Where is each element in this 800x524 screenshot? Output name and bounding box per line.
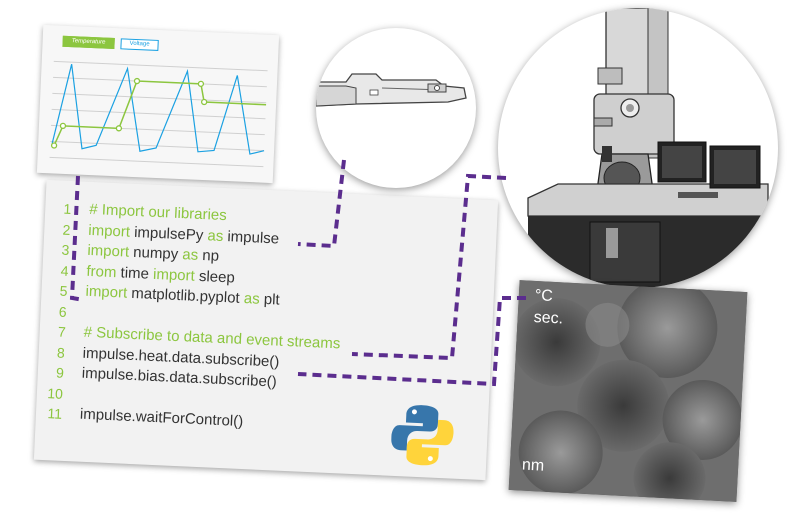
code-text: impulsePy (129, 223, 208, 244)
line-number: 7 (57, 323, 67, 340)
temperature-point (115, 125, 123, 132)
code-keyword: import (152, 265, 196, 285)
temperature-point (59, 122, 67, 130)
microscope-drawing (527, 8, 769, 288)
temperature-point (50, 142, 58, 149)
line-number: 6 (58, 303, 67, 320)
code-text: numpy (128, 243, 183, 264)
line-number: 11 (47, 405, 63, 422)
line-number: 9 (55, 364, 65, 381)
line-number: 8 (56, 344, 66, 361)
code-keyword: as (243, 289, 261, 308)
microscope-image (498, 8, 778, 288)
code-text: plt (259, 290, 281, 309)
code-line: from time import sleep (86, 262, 235, 286)
sample-holder-drawing (316, 73, 467, 107)
code-keyword: import (85, 282, 128, 302)
line-number: 4 (60, 262, 69, 279)
code-text: impulse.waitForControl() (79, 405, 244, 431)
micrograph-texture (508, 280, 748, 502)
code-text: time (116, 263, 154, 283)
tem-micrograph: °C sec. nm (508, 280, 748, 502)
voltage-series-line (51, 64, 265, 155)
code-comment: # Import our libraries (88, 200, 228, 225)
scale-unit-label: nm (521, 456, 545, 475)
line-number: 1 (63, 200, 72, 218)
code-line: impulse.waitForControl() (80, 406, 244, 430)
chart-gridlines (49, 60, 268, 168)
line-number: 10 (46, 384, 64, 402)
code-card: 1 # Import our libraries 2 import impulsePy… (33, 179, 499, 481)
code-text: matplotlib.pyplot (126, 284, 245, 307)
code-line: import numpy as np (87, 242, 219, 265)
code-line: # Import our libraries (89, 201, 227, 224)
code-keyword: import (87, 221, 131, 241)
code-text: impulse (222, 227, 280, 247)
line-number: 2 (62, 221, 71, 238)
time-unit-label: sec. (533, 308, 564, 328)
temperature-point (200, 98, 208, 106)
code-keyword: from (86, 262, 117, 281)
sample-holder-image (316, 28, 476, 188)
code-keyword: as (207, 226, 224, 245)
chart-plot (49, 60, 268, 168)
code-keyword: import (87, 241, 130, 261)
code-text: np (197, 246, 220, 265)
temperature-unit-label: °C (534, 287, 554, 305)
temperature-series-points (50, 77, 208, 149)
temperature-point (133, 77, 141, 85)
line-number: 3 (61, 241, 70, 258)
temperature-point (197, 80, 205, 88)
code-text: sleep (194, 267, 236, 287)
python-logo-icon (391, 405, 454, 466)
code-keyword: as (181, 246, 199, 264)
chart-card: Temperature Voltage (36, 24, 280, 184)
line-number: 5 (59, 282, 68, 299)
code-line: import matplotlib.pyplot as plt (85, 283, 280, 309)
